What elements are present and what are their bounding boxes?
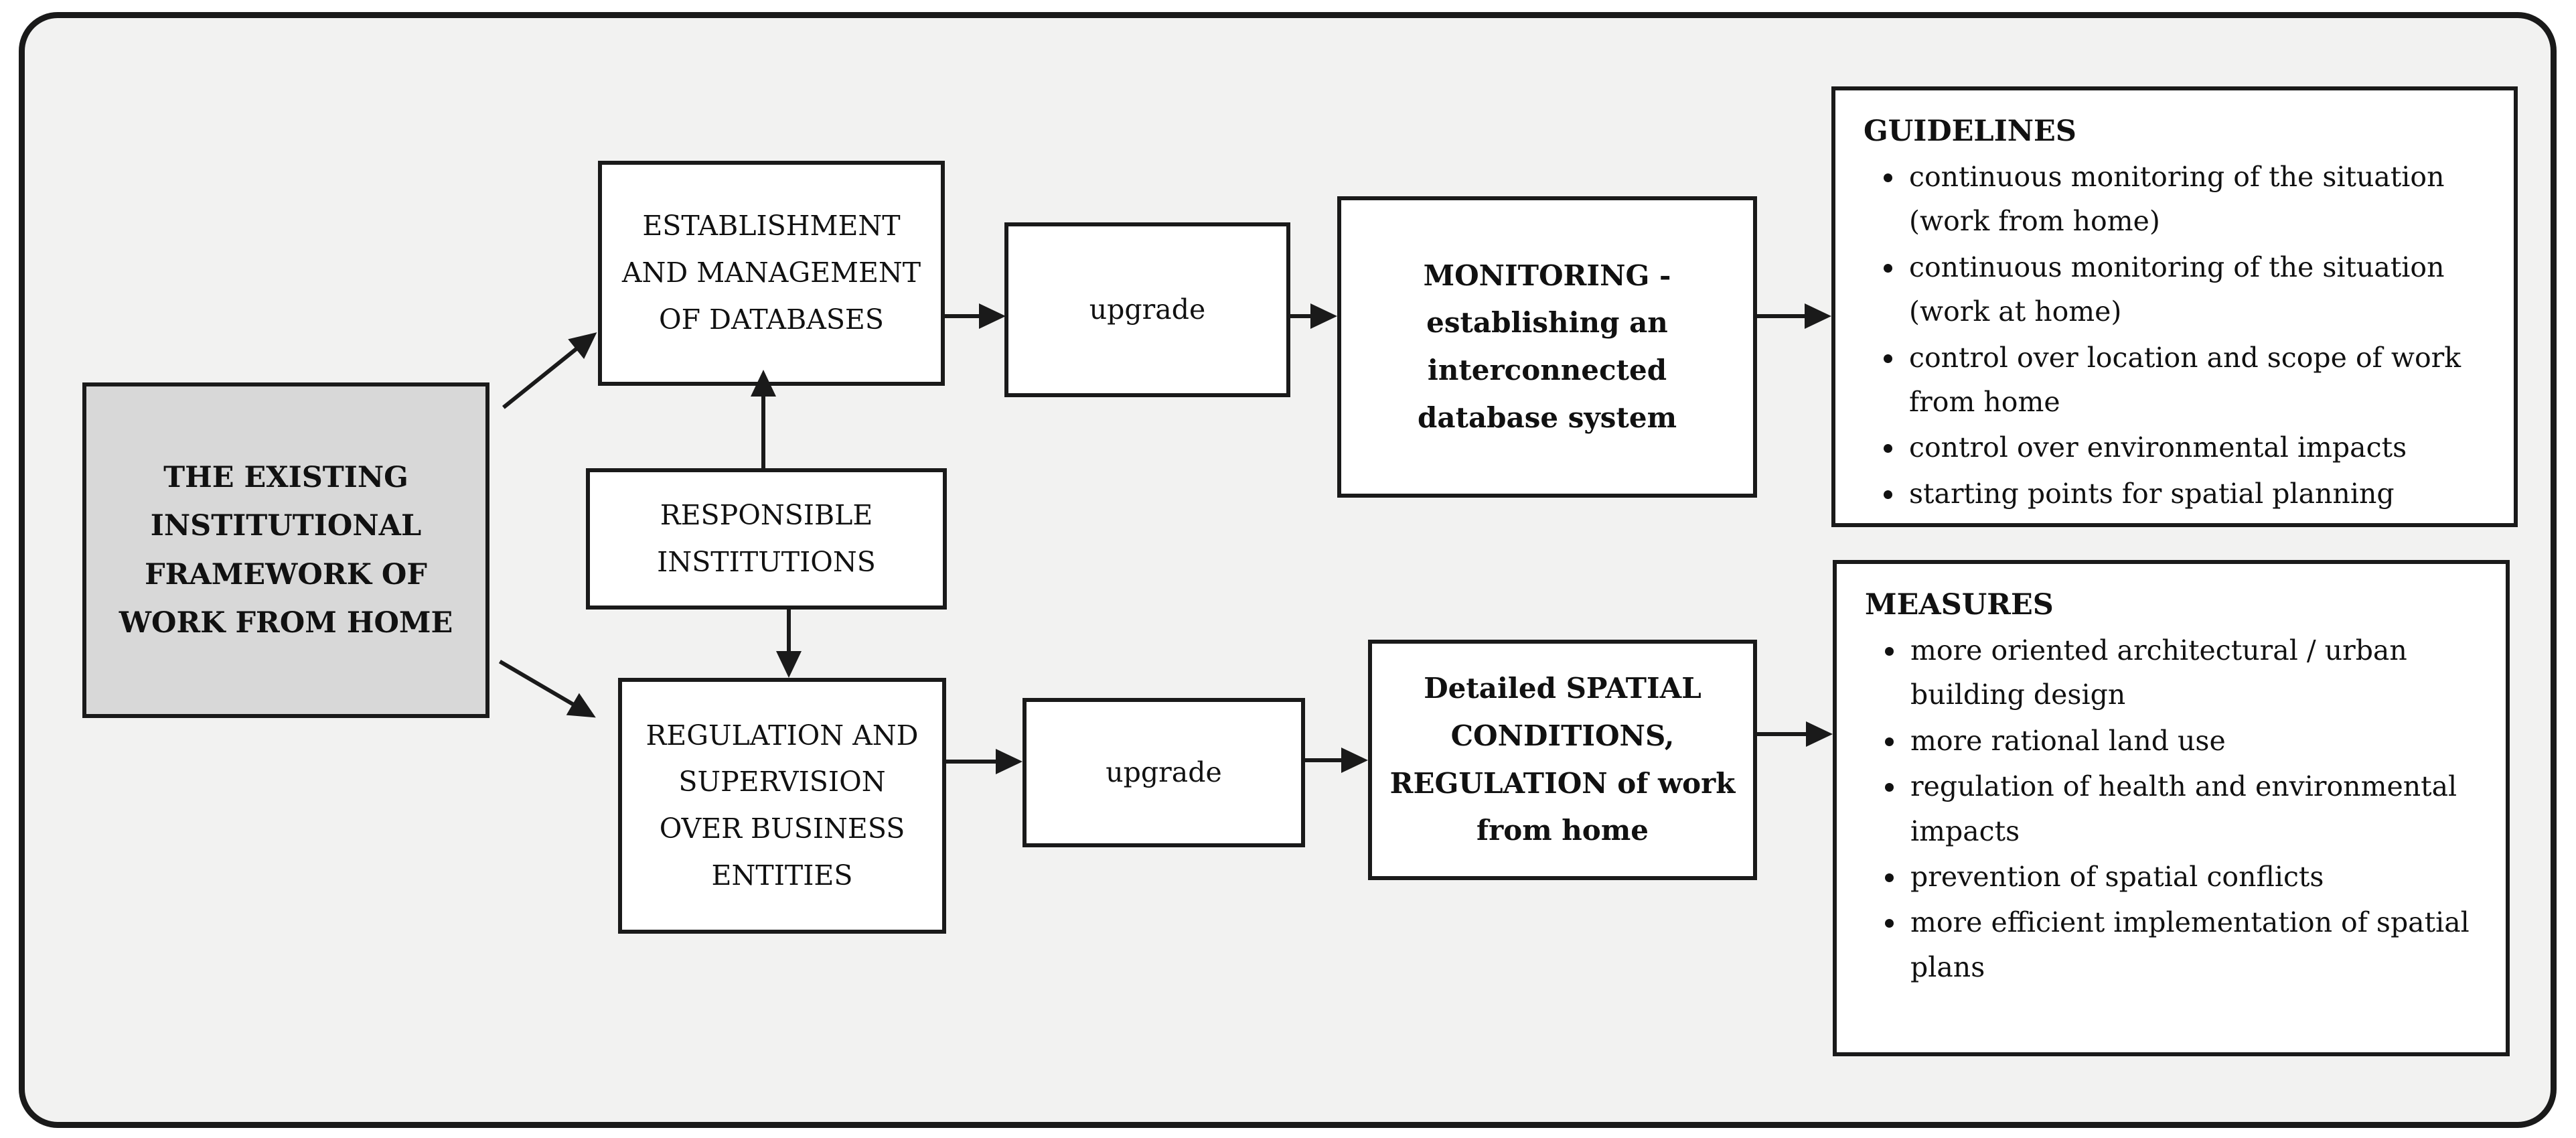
arrow-responsible-to-establishment: [751, 370, 776, 468]
bullet-item: prevention of spatial conflicts: [1906, 855, 2475, 899]
box-establishment-label: ESTABLISHMENT AND MANAGEMENT OF DATABASE…: [621, 210, 921, 336]
arrow-regulation-to-upgrade: [946, 749, 1022, 774]
arrow-monitoring-to-guidelines: [1757, 303, 1831, 329]
measures-list: more oriented architectural / urban buil…: [1865, 628, 2475, 989]
panel-measures: MEASURES more oriented architectural / u…: [1833, 560, 2510, 1056]
box-upgrade-bottom-label: upgrade: [1106, 756, 1222, 788]
box-responsible-institutions-label: RESPONSIBLE INSTITUTIONS: [657, 498, 876, 578]
arrow-upgrade-to-spatial: [1305, 748, 1368, 773]
arrow-upgrade-to-monitoring: [1290, 303, 1337, 329]
arrow-establishment-to-upgrade: [945, 303, 1006, 329]
box-regulation-supervision-label: REGULATION AND SUPERVISION OVER BUSINESS…: [646, 719, 919, 892]
box-existing-institutional-framework: THE EXISTING INSTITUTIONAL FRAMEWORK OF …: [82, 382, 489, 718]
bullet-item: more oriented architectural / urban buil…: [1906, 628, 2475, 717]
bullet-item: more rational land use: [1906, 719, 2475, 763]
box-monitoring-label: MONITORING - establishing an interconnec…: [1417, 259, 1677, 434]
guidelines-title: GUIDELINES: [1864, 115, 2076, 148]
box-detailed-spatial-conditions: Detailed SPATIAL CONDITIONS, REGULATION …: [1368, 640, 1757, 880]
measures-title: MEASURES: [1865, 588, 2054, 622]
box-upgrade-top-label: upgrade: [1089, 293, 1206, 326]
box-establishment-management-databases: ESTABLISHMENT AND MANAGEMENT OF DATABASE…: [598, 161, 945, 386]
box-detailed-spatial-conditions-label: Detailed SPATIAL CONDITIONS, REGULATION …: [1389, 672, 1736, 847]
bullet-item: regulation of health and environmental i…: [1906, 764, 2475, 853]
box-regulation-supervision: REGULATION AND SUPERVISION OVER BUSINESS…: [618, 678, 946, 934]
box-upgrade-bottom: upgrade: [1022, 698, 1305, 847]
bullet-item: starting points for spatial planning: [1905, 472, 2483, 516]
box-existing-institutional-framework-label: THE EXISTING INSTITUTIONAL FRAMEWORK OF …: [119, 461, 453, 640]
arrow-spatial-to-measures: [1757, 721, 1833, 747]
box-monitoring-database-system: MONITORING - establishing an interconnec…: [1337, 196, 1757, 498]
bullet-item: continuous monitoring of the situation (…: [1905, 155, 2483, 244]
guidelines-list: continuous monitoring of the situation (…: [1864, 155, 2483, 516]
arrow-responsible-to-regulation: [776, 610, 802, 678]
box-responsible-institutions: RESPONSIBLE INSTITUTIONS: [586, 468, 947, 610]
bullet-item: control over environmental impacts: [1905, 425, 2483, 470]
box-upgrade-top: upgrade: [1004, 222, 1290, 397]
bullet-item: control over location and scope of work …: [1905, 336, 2483, 425]
panel-guidelines: GUIDELINES continuous monitoring of the …: [1831, 86, 2518, 527]
bullet-item: more efficient implementation of spatial…: [1906, 900, 2475, 989]
bullet-item: continuous monitoring of the situation (…: [1905, 245, 2483, 334]
